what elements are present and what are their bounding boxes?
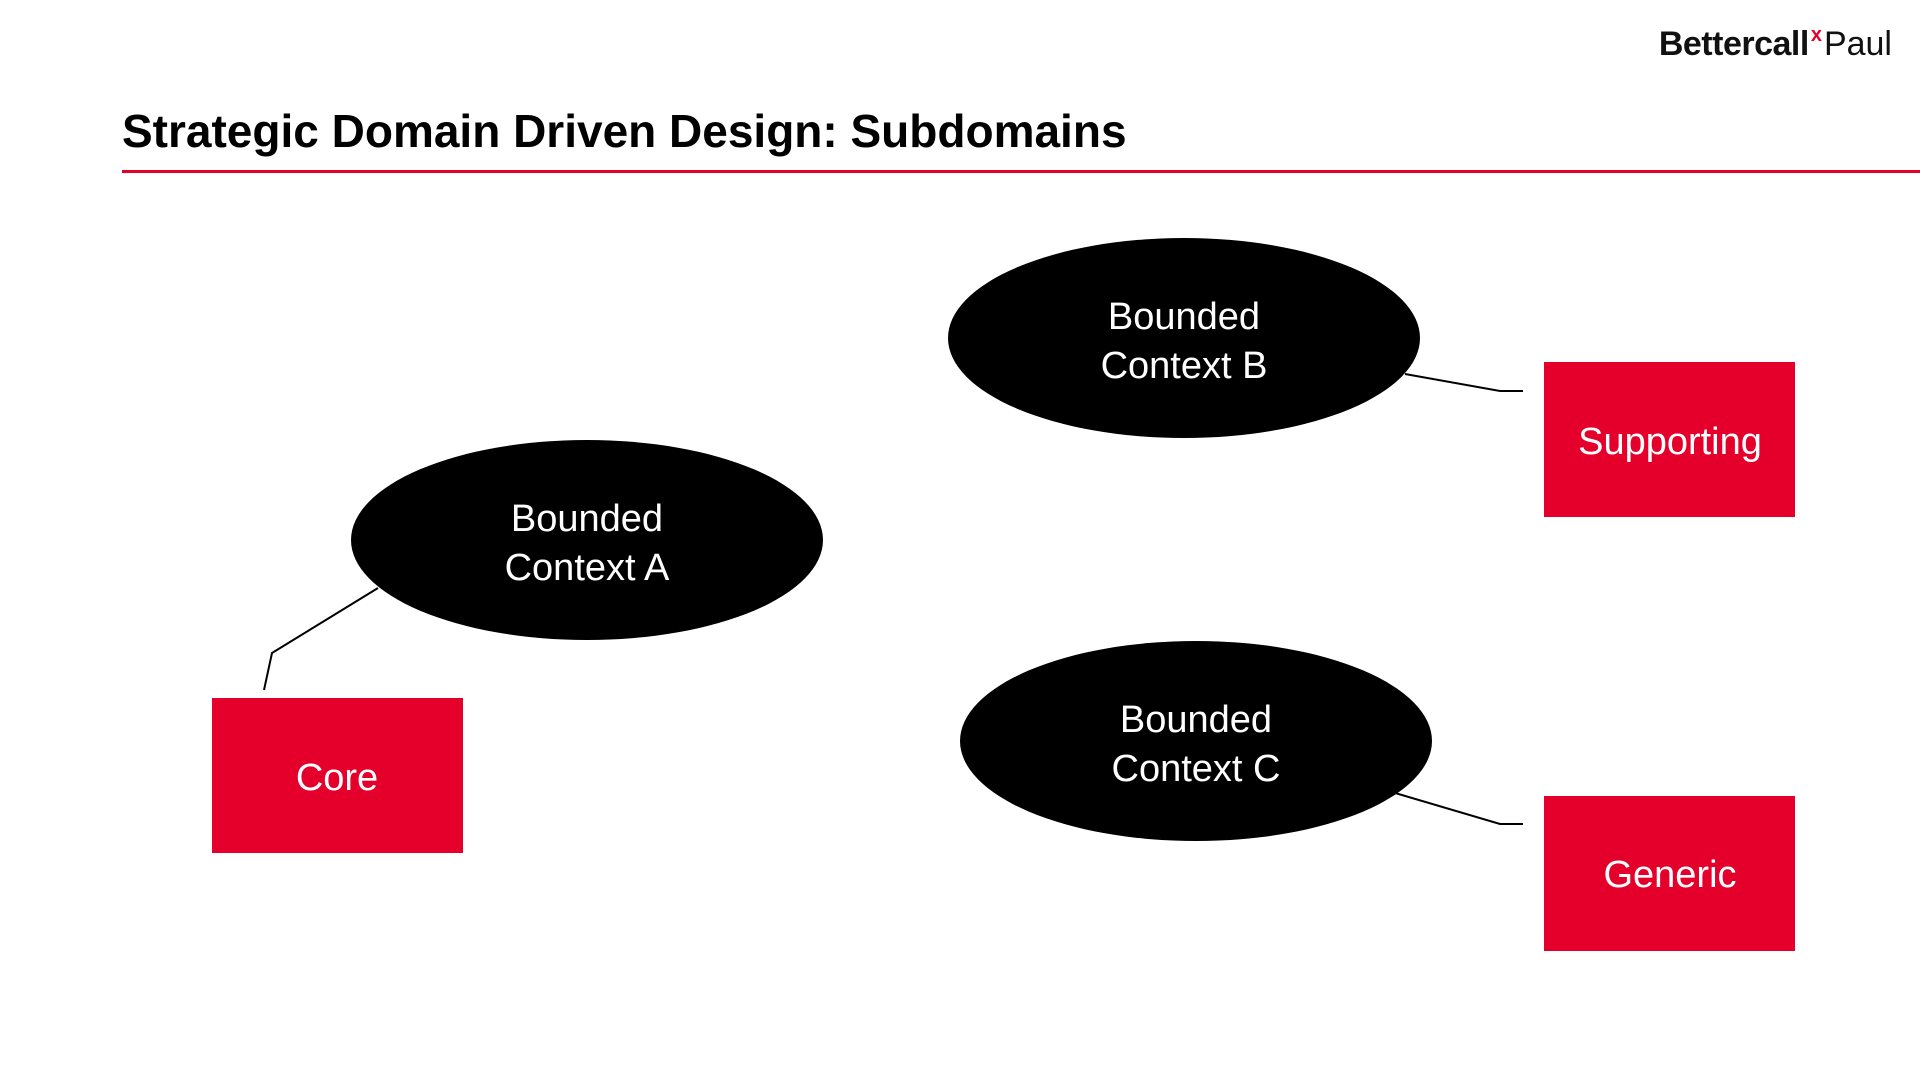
context-c-line1: Bounded xyxy=(1120,699,1272,741)
context-a-line2: Context A xyxy=(505,547,670,589)
context-b-ellipse xyxy=(948,238,1420,438)
title-underline xyxy=(122,170,1920,173)
context-b-line2: Context B xyxy=(1101,345,1268,387)
core-label: Core xyxy=(296,757,378,799)
context-c-line2: Context C xyxy=(1112,748,1281,790)
generic-label: Generic xyxy=(1603,854,1736,896)
logo-name: Paul xyxy=(1823,25,1892,63)
context-c-ellipse xyxy=(960,641,1432,841)
core-box xyxy=(212,698,463,853)
context-a-line1: Bounded xyxy=(511,498,663,540)
bounded-context-b: Bounded Context B xyxy=(948,238,1420,438)
subdomain-core: Core xyxy=(212,698,463,853)
connector-context-c-generic xyxy=(1394,792,1523,825)
logo-brand: Bettercall xyxy=(1658,25,1809,63)
supporting-label: Supporting xyxy=(1578,421,1762,463)
connector-core-context-a xyxy=(263,587,379,691)
supporting-box xyxy=(1544,362,1795,517)
company-logo: Bettercall x Paul xyxy=(1659,22,1892,66)
context-a-ellipse xyxy=(351,440,823,640)
connector-context-b-supporting xyxy=(1404,373,1523,392)
subdomain-supporting: Supporting xyxy=(1544,362,1795,517)
generic-box xyxy=(1544,796,1795,951)
context-b-line1: Bounded xyxy=(1108,296,1260,338)
bounded-context-c: Bounded Context C xyxy=(960,641,1432,841)
logo-separator: x xyxy=(1810,24,1822,46)
slide-title: Strategic Domain Driven Design: Subdomai… xyxy=(122,105,1127,157)
subdomain-generic: Generic xyxy=(1544,796,1795,951)
bounded-context-a: Bounded Context A xyxy=(351,440,823,640)
